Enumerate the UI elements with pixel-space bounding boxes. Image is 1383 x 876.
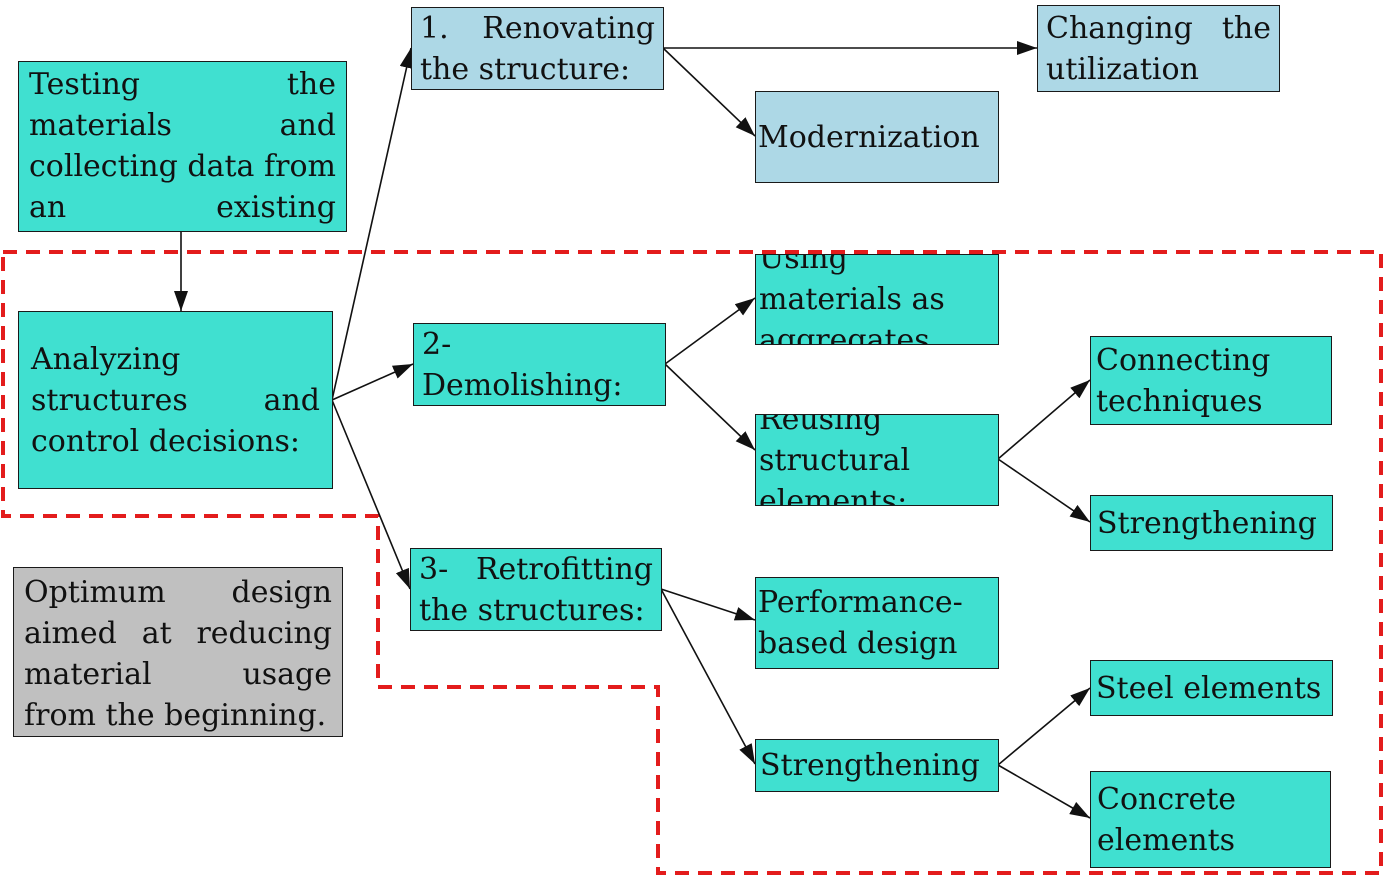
node-changing-utilization: Changing the utilization	[1037, 5, 1280, 92]
edge-analyzing-to-renovating	[331, 47, 414, 401]
node-modernization: Modernization	[755, 91, 999, 183]
edge-demolishing-to-reusing	[664, 363, 756, 451]
node-using-aggregates: Using materials as aggregates	[755, 254, 999, 345]
node-changing-utilization-label: Changing the utilization	[1046, 10, 1271, 87]
node-reusing-elements: Reusing structural elements:	[755, 414, 999, 506]
node-analyzing-structures: Analyzing structures and control decisio…	[18, 311, 333, 489]
node-strengthening-retrofit: Strengthening	[755, 739, 999, 792]
node-reusing-elements-label: Reusing structural elements:	[759, 414, 911, 506]
node-steel-elements-label: Steel elements	[1096, 670, 1322, 706]
edge-analyzing-to-retrofitting	[331, 399, 411, 590]
edge-reusing-to-strengthening	[997, 458, 1091, 523]
node-performance-design: Performance-based design	[755, 577, 999, 669]
edge-strengthening-to-concrete	[997, 764, 1091, 819]
node-strengthening-reuse: Strengthening	[1090, 495, 1333, 551]
node-retrofitting-label: 3- Retrofitting the structures:	[419, 551, 653, 628]
node-optimum-design-label: Optimum design aimed at reducing materia…	[24, 575, 332, 733]
node-connecting-techniques-label: Connecting techniques	[1096, 342, 1271, 419]
edge-strengthening-to-steel	[997, 687, 1091, 766]
node-testing-materials: Testing the materials and collecting dat…	[18, 61, 347, 232]
dashed-boundary-region	[1, 250, 1383, 875]
node-optimum-design: Optimum design aimed at reducing materia…	[13, 567, 343, 737]
node-renovating-label: 1. Renovating the structure:	[420, 10, 655, 87]
node-connecting-techniques: Connecting techniques	[1090, 336, 1332, 425]
node-strengthening-retrofit-label: Strengthening	[760, 748, 980, 783]
node-analyzing-structures-label: Analyzing structures and control decisio…	[31, 341, 320, 459]
node-renovating: 1. Renovating the structure:	[411, 7, 664, 90]
node-using-aggregates-label: Using materials as aggregates	[759, 254, 945, 345]
edge-reusing-to-connecting	[997, 379, 1091, 460]
node-concrete-elements: Concrete elements	[1090, 771, 1331, 868]
edge-renovating-to-modernization	[662, 47, 756, 137]
node-concrete-elements-label: Concrete elements	[1097, 781, 1237, 858]
node-modernization-label: Modernization	[758, 119, 980, 155]
node-testing-materials-label: Testing the materials and collecting dat…	[29, 67, 336, 225]
node-demolishing-label: 2- Demolishing:	[422, 326, 623, 403]
node-retrofitting: 3- Retrofitting the structures:	[410, 548, 662, 631]
node-performance-design-label: Performance-based design	[758, 585, 963, 661]
edge-analyzing-to-demolishing	[331, 363, 414, 401]
edge-retrofitting-to-strengthening	[660, 588, 756, 765]
node-demolishing: 2- Demolishing:	[413, 323, 666, 406]
edge-retrofitting-to-performance	[660, 588, 756, 621]
node-steel-elements: Steel elements	[1090, 660, 1333, 716]
edge-demolishing-to-aggregates	[664, 297, 756, 365]
node-strengthening-reuse-label: Strengthening	[1097, 505, 1317, 541]
